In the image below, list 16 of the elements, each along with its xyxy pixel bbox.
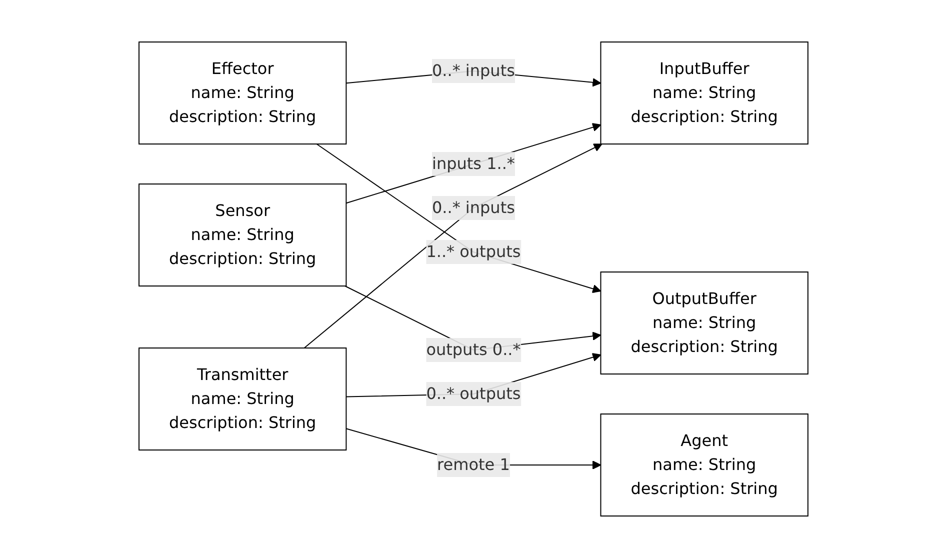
edge-label: 0..* inputs [432,60,514,80]
edge-label: 0..* outputs [426,384,520,402]
edge-label: inputs 1..* [432,154,514,172]
edge-label: 0..* inputs [432,198,514,216]
node-box: Transmitter name: String description: String [138,347,346,450]
arrow [303,143,602,348]
edge-label: outputs 0..* [426,340,520,358]
node-box: Sensor name: String description: String [138,183,346,286]
node-box: InputBuffer name: String description: String [600,41,808,144]
arrow [316,143,601,292]
node-box: OutputBuffer name: String description: String [600,271,808,374]
arrow [345,122,601,204]
edge-label: remote 1 [436,454,510,474]
edge-label: 1..* outputs [426,242,520,260]
node-box: Agent name: String description: String [600,413,808,516]
node-box: Effector name: String description: String [138,41,346,144]
